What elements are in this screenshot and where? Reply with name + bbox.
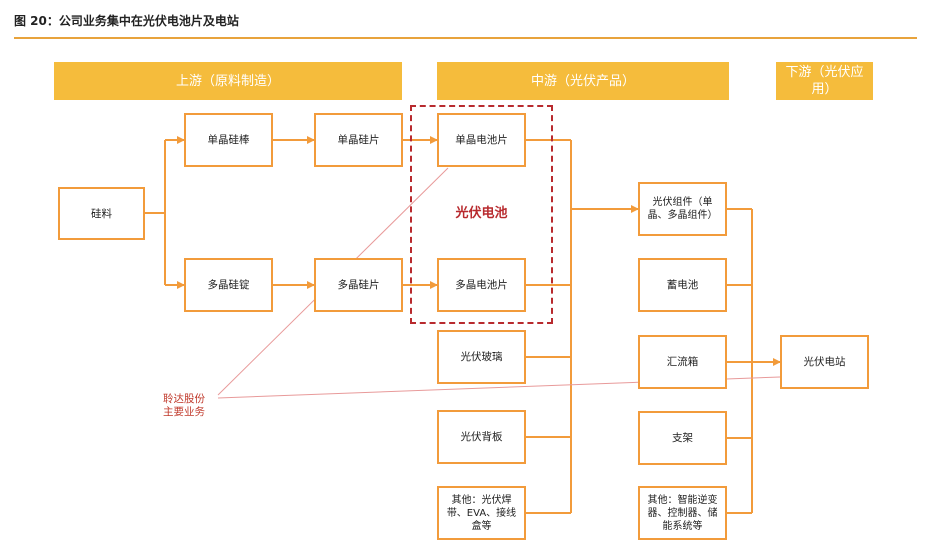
box-mono-cell: 单晶电池片	[437, 113, 526, 167]
stage-downstream: 下游（光伏应用）	[776, 62, 873, 100]
pv-cell-highlight-frame	[410, 105, 553, 324]
box-bracket: 支架	[638, 411, 727, 465]
pv-cell-highlight-label: 光伏电池	[455, 206, 508, 221]
box-silicon: 硅料	[58, 187, 145, 240]
box-poly-wafer: 多晶硅片	[314, 258, 403, 312]
title-divider	[14, 37, 917, 39]
figure-title: 图 20：公司业务集中在光伏电池片及电站	[14, 14, 239, 28]
annotation-line-2: 主要业务	[163, 406, 205, 418]
annotation-line-1: 聆达股份	[163, 393, 205, 405]
box-pv-module: 光伏组件（单晶、多晶组件）	[638, 182, 727, 236]
box-mono-ingot: 单晶硅棒	[184, 113, 273, 167]
box-mono-wafer: 单晶硅片	[314, 113, 403, 167]
annotation-main-business: 聆达股份 主要业务	[163, 393, 205, 419]
box-poly-ingot: 多晶硅锭	[184, 258, 273, 312]
stage-midstream: 中游（光伏产品）	[437, 62, 729, 100]
box-pv-glass: 光伏玻璃	[437, 330, 526, 384]
box-poly-cell: 多晶电池片	[437, 258, 526, 312]
box-pv-station: 光伏电站	[780, 335, 869, 389]
box-mid-other: 其他：光伏焊带、EVA、接线盒等	[437, 486, 526, 540]
box-battery: 蓄电池	[638, 258, 727, 312]
box-down-other: 其他：智能逆变器、控制器、储能系统等	[638, 486, 727, 540]
stage-upstream: 上游（原料制造）	[54, 62, 402, 100]
box-combiner-box: 汇流箱	[638, 335, 727, 389]
box-pv-backsheet: 光伏背板	[437, 410, 526, 464]
